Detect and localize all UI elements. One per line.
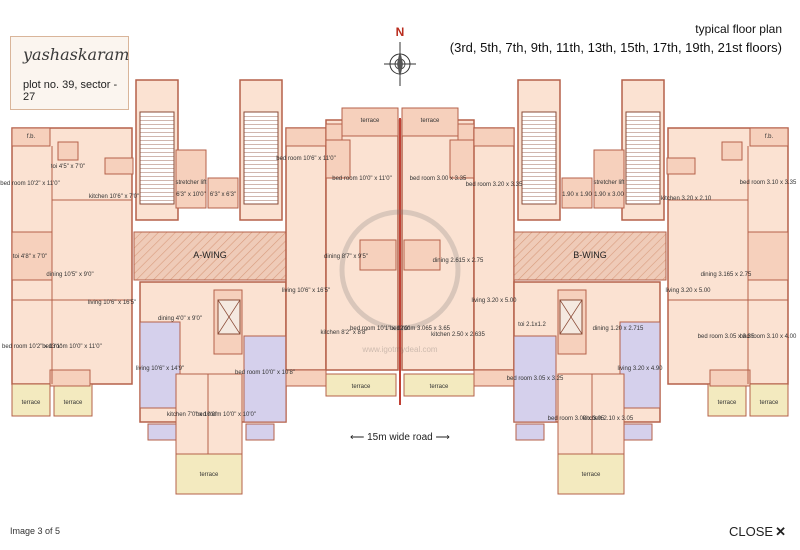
room-label: terrace: [361, 118, 380, 124]
room-label: toi 2.1x1.2: [518, 322, 546, 328]
watermark-url: www.igotmydeal.com: [361, 345, 437, 354]
room-label: dining 10'5" x 9'0": [46, 272, 93, 278]
a-wing: [11, 79, 399, 495]
room-label: terrace: [421, 118, 440, 124]
room-label: bed room 3.10 x 3.35: [740, 180, 797, 186]
room-label: 6'3" x 10'0": [176, 192, 206, 198]
room-label: living 10'6" x 14'9": [136, 366, 184, 372]
image-counter: Image 3 of 5: [10, 526, 61, 536]
room-label: kitchen 10'6" x 7'0": [89, 194, 139, 200]
room-label: bed room 3.065 x 3.65: [390, 326, 451, 332]
room-label: living 3.20 x 4.90: [617, 366, 663, 372]
room-label: bed room 10'0" x 10'8": [235, 370, 295, 376]
room-label: bed room 3.00 x 3.35: [410, 176, 467, 182]
a-wing-label: A-WING: [193, 250, 227, 260]
room-label: bed room 3.20 x 3.35: [466, 182, 523, 188]
room-label: dining 8'7" x 9'5": [324, 254, 368, 260]
room-label: living 10'6" x 16'5": [282, 288, 330, 294]
close-label: CLOSE: [729, 524, 774, 539]
room-label: toi 4'8" x 7'0": [13, 254, 47, 260]
plan-title: typical floor plan: [695, 22, 782, 36]
room-label: living 10'6" x 16'5": [88, 300, 136, 306]
room-label: toi 4'5" x 7'0": [51, 164, 85, 170]
room-label: dining 2.615 x 2.75: [433, 258, 484, 264]
b-wing-label: B-WING: [573, 250, 607, 260]
room-label: dining 4'0" x 9'0": [158, 316, 202, 322]
room-label: bed room 3.05 x 3.35: [698, 334, 755, 340]
road-text: 15m wide road: [367, 432, 433, 443]
room-label: f.b.: [27, 134, 36, 140]
room-label: bed room 10'0" x 11'0": [42, 344, 101, 350]
room-label: stretcher lift: [593, 180, 624, 186]
room-label: terrace: [200, 472, 219, 478]
room-label: bed room 10'2" x 11'0": [0, 181, 59, 187]
watermark: www.igotmydeal.com: [339, 209, 461, 354]
room-label: f.b.: [765, 134, 774, 140]
room-label: 6'3" x 6'3": [210, 192, 236, 198]
room-label: bed room 10'6" x 11'0": [276, 156, 335, 162]
room-label: terrace: [718, 400, 737, 406]
room-label: kitchen 2.10 x 3.05: [583, 416, 634, 422]
room-label: terrace: [760, 400, 779, 406]
close-button[interactable]: CLOSE✕: [729, 524, 786, 540]
room-label: dining 1.20 x 2.715: [593, 326, 644, 332]
room-label: terrace: [430, 384, 449, 390]
room-label: living 3.20 x 5.00: [665, 288, 711, 294]
room-label: terrace: [582, 472, 601, 478]
room-label: bed room 3.00 x 3.05: [548, 416, 605, 422]
room-label: bed room 10'2" x 13'1": [2, 344, 62, 350]
road-label: ⟵ 15m wide road ⟶: [350, 432, 450, 443]
room-label: 1.90 x 1.90: [562, 192, 592, 198]
room-label: terrace: [352, 384, 371, 390]
room-label: bed room 10'1" x 12'0": [350, 326, 410, 332]
north-compass-icon: N: [384, 25, 416, 86]
room-label: kitchen 8'2" x 8'8": [321, 330, 368, 336]
room-label: stretcher lift: [175, 180, 206, 186]
north-label: N: [396, 25, 405, 39]
room-label: dining 3.165 x 2.75: [701, 272, 752, 278]
room-label: terrace: [22, 400, 41, 406]
room-label: bed room 10'0" x 11'0": [332, 176, 391, 182]
close-icon: ✕: [775, 524, 786, 539]
room-label: bed room 3.05 x 3.25: [507, 376, 564, 382]
room-label: living 3.20 x 5.00: [471, 298, 517, 304]
room-label: terrace: [64, 400, 83, 406]
room-label: bed room 3.10 x 4.00: [740, 334, 797, 340]
room-label: kitchen 2.50 x 2.635: [431, 332, 485, 338]
room-label: kitchen 7'0" x 10'0": [167, 412, 217, 418]
plan-floors: (3rd, 5th, 7th, 9th, 11th, 13th, 15th, 1…: [449, 40, 782, 55]
room-label: 1.90 x 3.00: [594, 192, 624, 198]
b-wing: [401, 79, 789, 495]
project-logo: yashaskaram plot no. 39, sector - 27: [10, 36, 129, 110]
room-label: kitchen 3.20 x 2.10: [661, 196, 712, 202]
floor-plan: www.igotmydeal.com A-WING B-WING bed roo…: [0, 79, 797, 495]
plot-number: plot no. 39, sector - 27: [23, 79, 118, 103]
room-label: bed room 10'0" x 10'0": [196, 412, 256, 418]
project-name: yashaskaram: [23, 45, 130, 64]
